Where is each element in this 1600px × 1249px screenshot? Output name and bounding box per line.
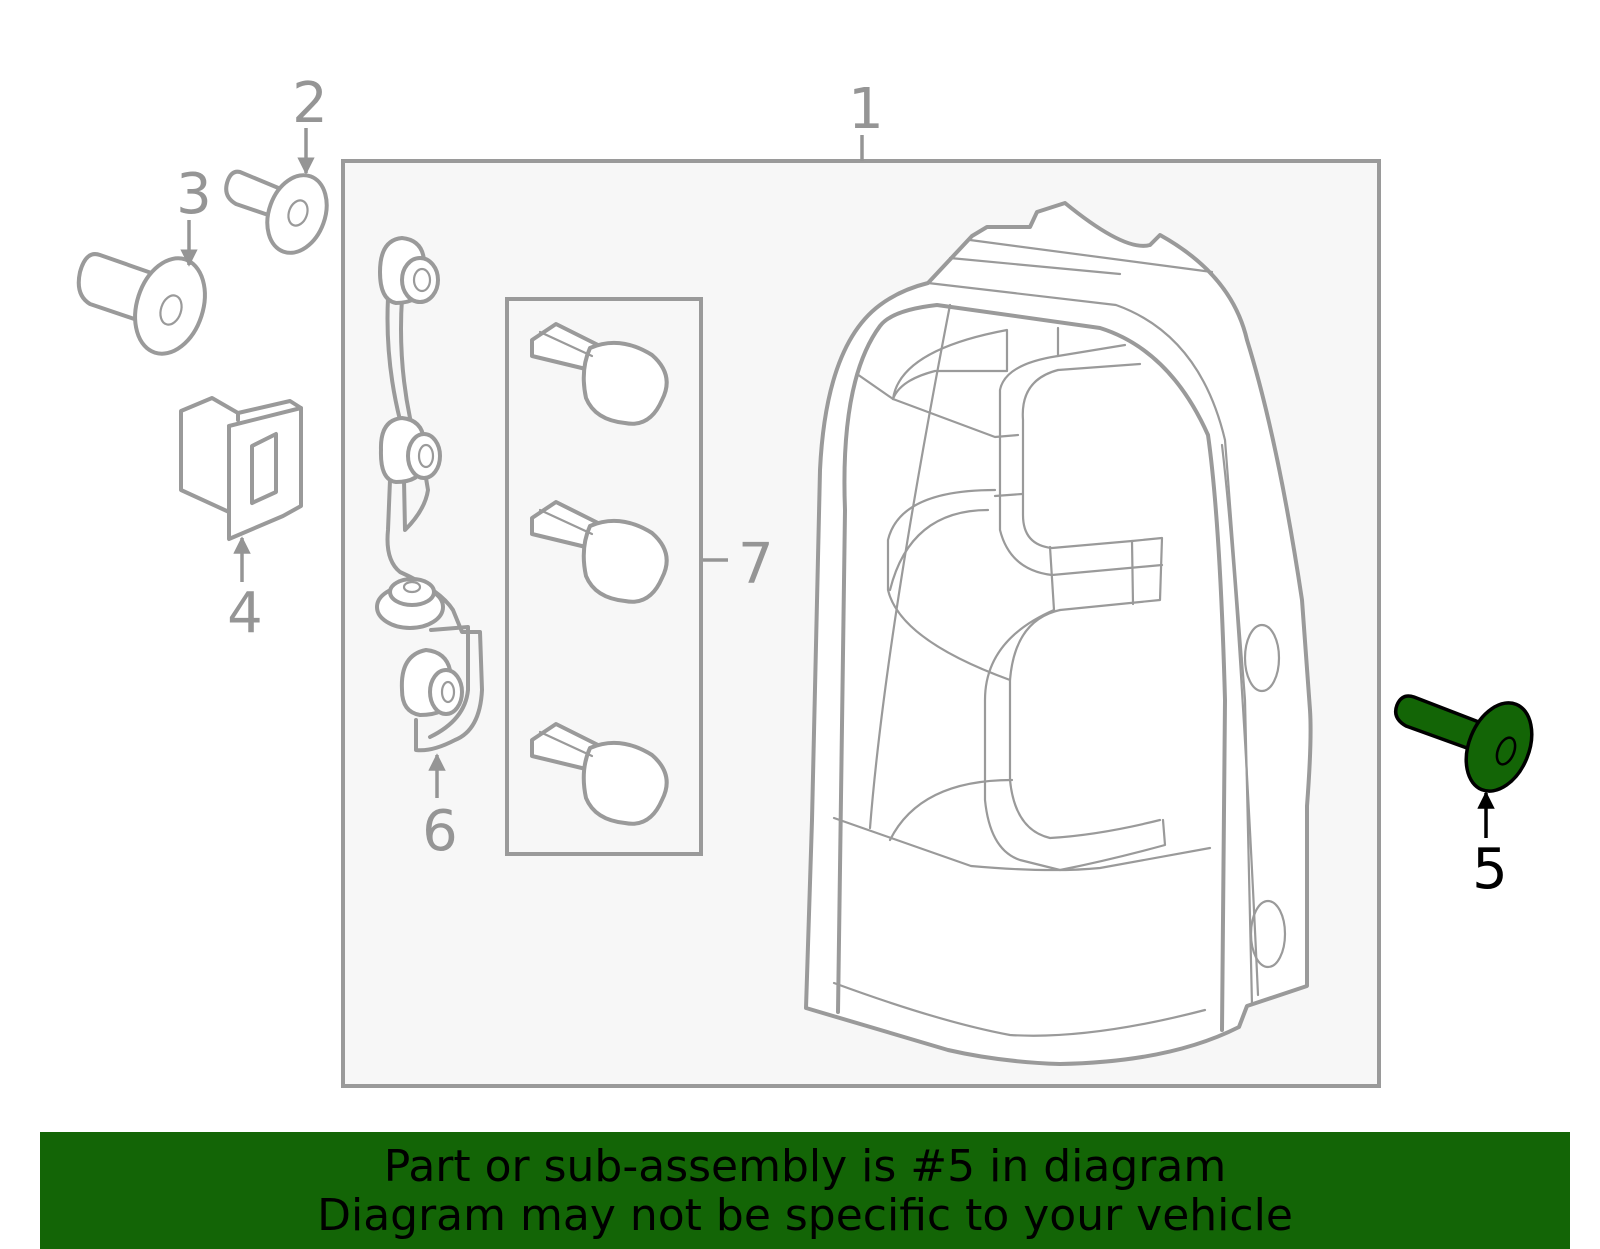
bulb — [530, 722, 669, 826]
bulb — [530, 322, 669, 426]
callout-1: 1 — [848, 77, 884, 142]
tail-lamp-assembly — [804, 201, 1313, 1066]
callout-5: 5 — [1472, 837, 1508, 902]
banner-line-2: Diagram may not be specific to your vehi… — [317, 1190, 1293, 1241]
clip-part-4 — [179, 396, 303, 541]
callout-6: 6 — [422, 799, 458, 864]
bolt-part-3 — [76, 252, 207, 356]
wiring-harness — [375, 236, 484, 753]
bolt-part-5-highlighted[interactable] — [1393, 693, 1544, 801]
callout-3: 3 — [176, 162, 212, 227]
banner-line-1: Part or sub-assembly is #5 in diagram — [383, 1141, 1227, 1192]
callout-4: 4 — [227, 581, 263, 646]
callout-7: 7 — [738, 532, 774, 597]
info-banner: Part or sub-assembly is #5 in diagram Di… — [40, 1132, 1570, 1249]
callout-2: 2 — [292, 71, 328, 136]
bolt-part-2 — [224, 169, 329, 255]
bulb — [530, 500, 669, 604]
